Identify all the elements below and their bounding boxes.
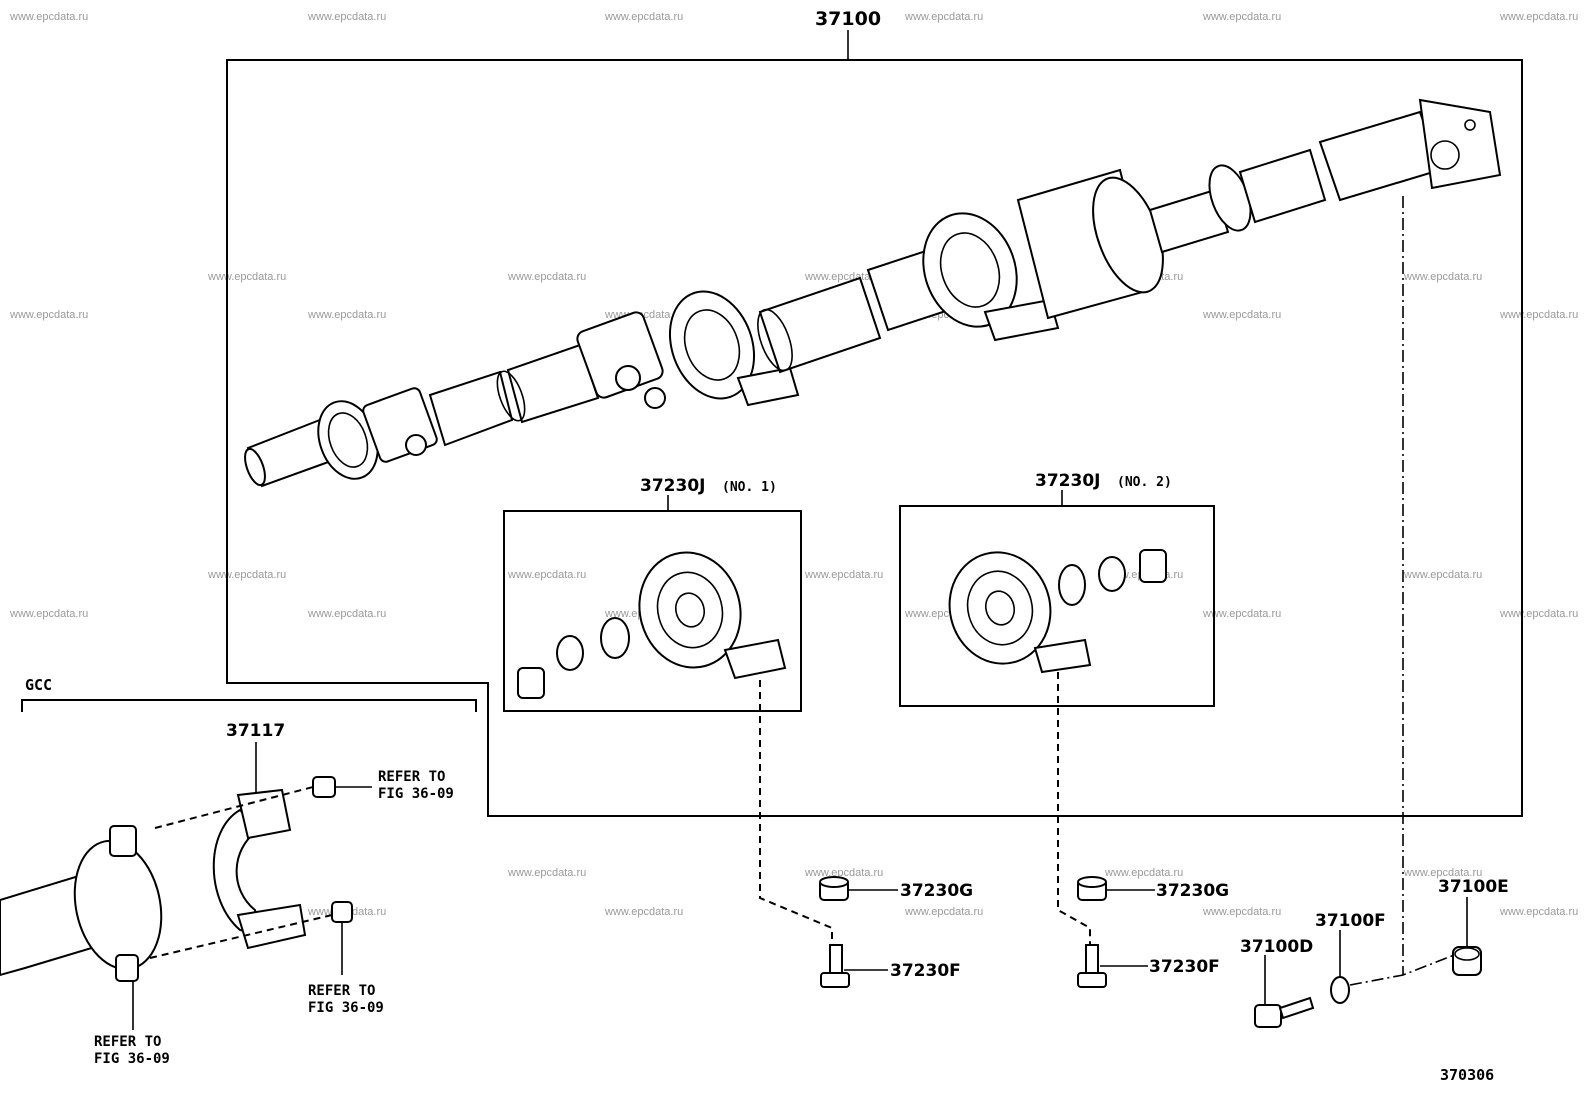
label-37100e[interactable]: 37100E	[1438, 877, 1509, 897]
watermark: www.epcdata.ru	[804, 271, 883, 283]
bearing-bracket-1	[736, 366, 800, 407]
flange-connection	[1402, 196, 1463, 977]
washer-37100f	[1330, 976, 1350, 1004]
shaft-tube-5	[1148, 188, 1230, 254]
watermark: www.epcdata.ru	[207, 271, 286, 283]
clamp-nut-bottom	[331, 901, 353, 923]
clamp-tab	[109, 825, 137, 857]
center-bearing-no1-parts[interactable]	[517, 541, 787, 699]
watermark: www.epcdata.ru	[1403, 867, 1482, 879]
shaft-tube-2	[506, 343, 600, 424]
label-37230j-no1[interactable]: 37230J	[640, 476, 705, 496]
bearing-no1-connection	[759, 680, 833, 945]
watermark: www.epcdata.ru	[507, 271, 586, 283]
refer-label-top-1: REFER TO	[378, 769, 445, 785]
bearing-support	[638, 551, 742, 669]
bearing-bracket	[723, 638, 787, 680]
bolt-37230f	[829, 944, 843, 974]
shaft-tube-6	[1238, 148, 1327, 224]
watermark: www.epcdata.ru	[9, 11, 88, 23]
watermark: www.epcdata.ru	[1499, 309, 1578, 321]
washer	[1098, 556, 1126, 592]
watermark: www.epcdata.ru	[904, 11, 983, 23]
watermark: www.epcdata.ru	[1403, 569, 1482, 581]
propeller-shaft[interactable]	[241, 98, 1502, 488]
label-37230g-left[interactable]: 37230G	[900, 881, 973, 901]
clamp-assembly[interactable]	[0, 776, 372, 1030]
bearing-no2-connection	[1057, 672, 1091, 945]
clamp-nut-top	[312, 776, 336, 798]
rear-flange-yoke	[1418, 98, 1502, 190]
watermark: www.epcdata.ru	[804, 867, 883, 879]
watermark: www.epcdata.ru	[1499, 11, 1578, 23]
bearing-bracket	[1033, 638, 1092, 674]
watermark: www.epcdata.ru	[1202, 906, 1281, 918]
bolt-37230f	[1085, 944, 1099, 974]
center-bearing-no2-parts[interactable]	[937, 541, 1167, 675]
watermark: www.epcdata.ru	[507, 867, 586, 879]
u-joint-cap	[644, 387, 666, 409]
label-gcc: GCC	[25, 676, 52, 694]
label-37230f-right[interactable]: 37230F	[1149, 957, 1220, 977]
nut	[517, 667, 545, 699]
watermark: www.epcdata.ru	[604, 906, 683, 918]
watermark: www.epcdata.ru	[507, 569, 586, 581]
watermark: www.epcdata.ru	[904, 906, 983, 918]
main-assembly-frame	[226, 59, 1523, 817]
watermark: www.epcdata.ru	[1499, 608, 1578, 620]
bearing-no2-box	[899, 505, 1215, 707]
watermark: www.epcdata.ru	[1403, 271, 1482, 283]
watermark: www.epcdata.ru	[604, 11, 683, 23]
nut	[1139, 549, 1167, 583]
shaft-tube-1	[428, 370, 514, 447]
flange-fasteners[interactable]	[1254, 897, 1482, 1028]
spline-end	[244, 447, 266, 487]
watermark: www.epcdata.ru	[207, 569, 286, 581]
label-no1-suffix: (NO. 1)	[722, 480, 777, 495]
watermark: www.epcdata.ru	[1202, 608, 1281, 620]
refer-label-bottom-2: FIG 36-09	[94, 1051, 170, 1067]
washer	[600, 617, 630, 659]
bolt-37100d	[1254, 1004, 1282, 1028]
watermark: www.epcdata.ru	[804, 569, 883, 581]
clamp-bracket-bottom	[236, 903, 307, 950]
label-37100d[interactable]: 37100D	[1240, 937, 1313, 957]
label-37100f[interactable]: 37100F	[1315, 911, 1386, 931]
bearing-no1-box	[503, 510, 802, 712]
label-no2-suffix: (NO. 2)	[1117, 475, 1172, 490]
label-37100[interactable]: 37100	[815, 8, 881, 30]
shaft-tube-3	[758, 276, 882, 374]
bearing-support	[948, 551, 1052, 665]
u-joint-cap	[405, 434, 427, 456]
bearing-bracket-2	[983, 298, 1060, 342]
watermark: www.epcdata.ru	[307, 309, 386, 321]
refer-label-mid-2: FIG 36-09	[308, 1000, 384, 1016]
label-37230j-no2[interactable]: 37230J	[1035, 471, 1100, 491]
refer-label-bottom-1: REFER TO	[94, 1034, 161, 1050]
shaft-tube-7	[1318, 110, 1442, 202]
label-37117[interactable]: 37117	[226, 721, 285, 741]
washer	[1058, 564, 1086, 606]
watermark: www.epcdata.ru	[9, 309, 88, 321]
gcc-bracket	[21, 699, 477, 712]
u-joint-cap	[615, 365, 641, 391]
label-37230f-left[interactable]: 37230F	[890, 961, 961, 981]
refer-label-mid-1: REFER TO	[308, 983, 375, 999]
refer-label-top-2: FIG 36-09	[378, 786, 454, 802]
fastener-set-left[interactable]	[819, 876, 898, 988]
clamp-bracket-top	[236, 788, 292, 840]
watermark: www.epcdata.ru	[1499, 906, 1578, 918]
watermark: www.epcdata.ru	[1202, 11, 1281, 23]
watermark: www.epcdata.ru	[307, 11, 386, 23]
clamp-tab	[115, 954, 139, 982]
watermark: www.epcdata.ru	[9, 608, 88, 620]
watermark: www.epcdata.ru	[307, 608, 386, 620]
watermark: www.epcdata.ru	[1104, 867, 1183, 879]
washer	[556, 635, 584, 671]
label-37230g-right[interactable]: 37230G	[1156, 881, 1229, 901]
fastener-set-right[interactable]	[1077, 876, 1155, 988]
watermark: www.epcdata.ru	[1202, 309, 1281, 321]
figure-number: 370306	[1440, 1066, 1494, 1084]
